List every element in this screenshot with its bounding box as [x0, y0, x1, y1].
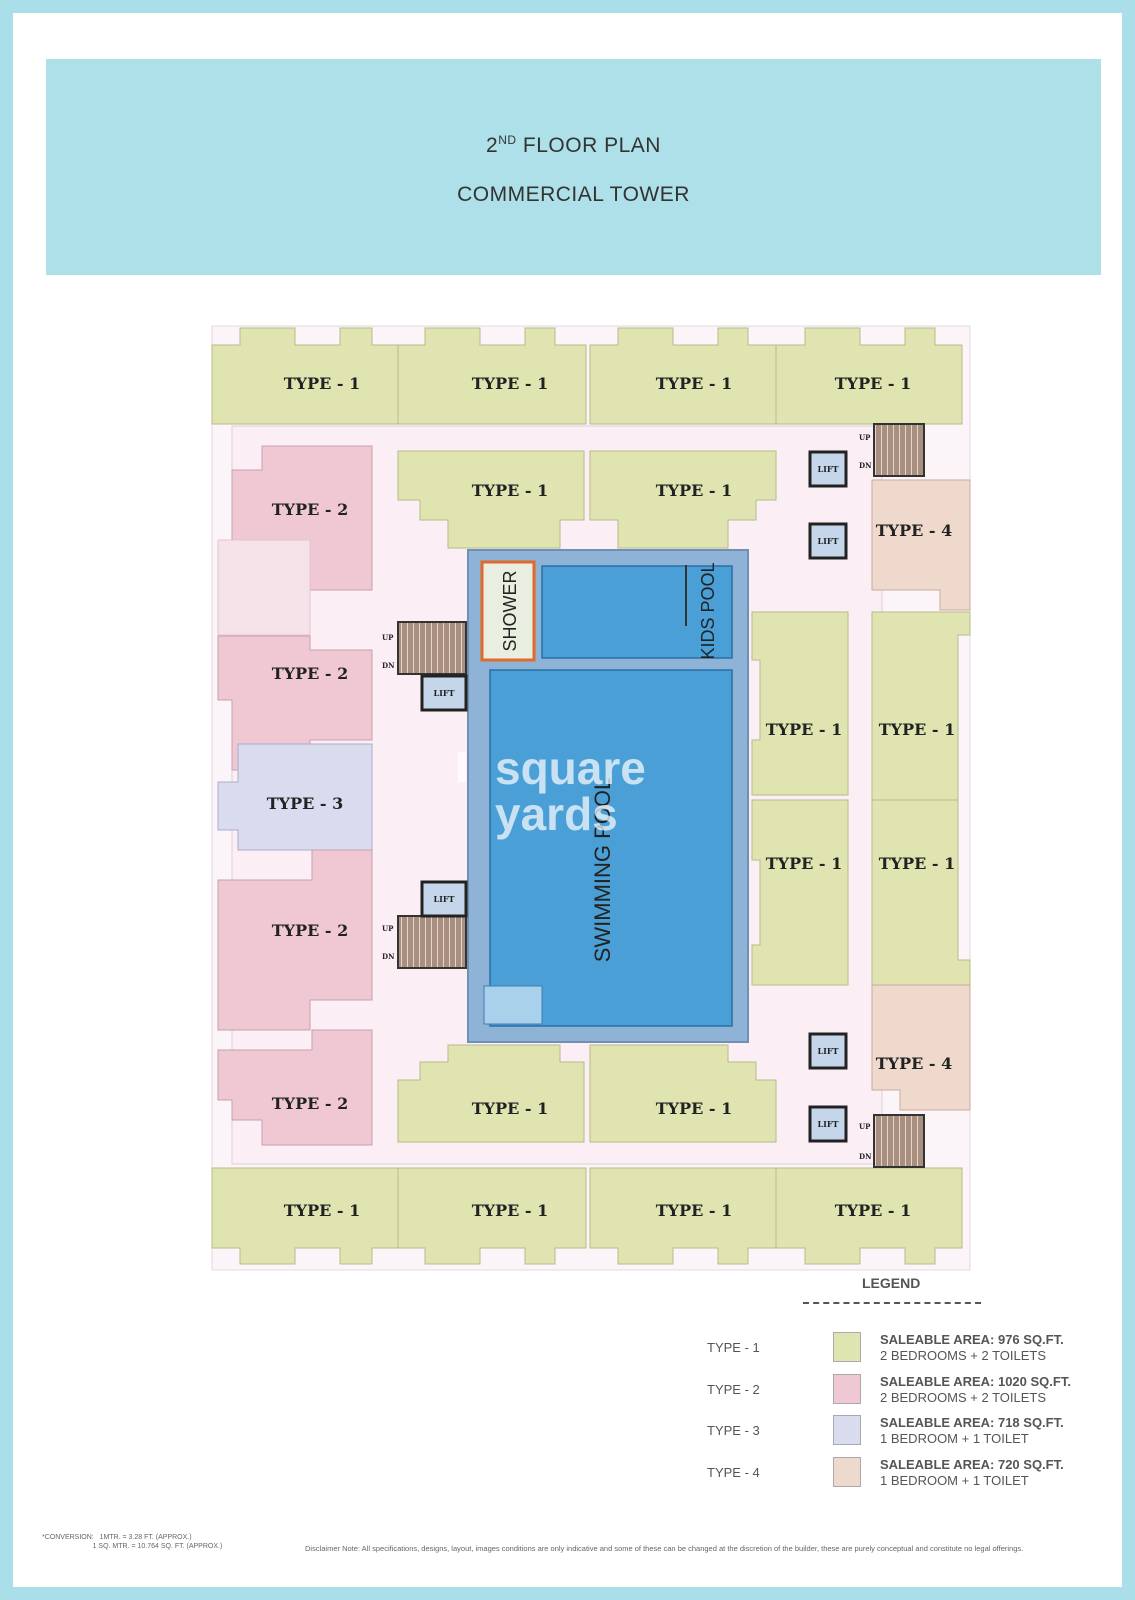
legend-desc: 2 BEDROOMS + 2 TOILETS: [880, 1390, 1047, 1405]
unit-label-type1: TYPE - 1: [766, 854, 842, 873]
conversion-note: *CONVERSION: 1MTR. = 3.28 FT. (APPROX.) …: [42, 1534, 223, 1550]
legend-swatch: [833, 1415, 861, 1445]
legend-item: TYPE - 3 SALEABLE AREA: 718 SQ.FT. 1 BED…: [0, 1415, 1135, 1447]
unit-label-type1: TYPE - 1: [835, 1201, 911, 1220]
watermark-logo: [458, 752, 466, 782]
legend-swatch: [833, 1332, 861, 1362]
legend-area: SALEABLE AREA: 720 SQ.FT.: [880, 1457, 1064, 1472]
legend-type: TYPE - 1: [707, 1340, 760, 1355]
right-column-units: [751, 479, 971, 1111]
unit-label-type1: TYPE - 1: [472, 481, 548, 500]
unit-label-type4: TYPE - 4: [876, 521, 952, 540]
unit-label-type2: TYPE - 2: [272, 500, 348, 519]
unit-label-type2: TYPE - 2: [272, 664, 348, 683]
legend-area: SALEABLE AREA: 718 SQ.FT.: [880, 1415, 1064, 1430]
unit-label-type1: TYPE - 1: [656, 1099, 732, 1118]
stair-up-label: UP: [382, 924, 394, 933]
kids-pool-label: KIDS POOL: [698, 562, 718, 659]
top-row-units: [211, 327, 963, 425]
unit-label-type1: TYPE - 1: [472, 1201, 548, 1220]
unit-label-type3: TYPE - 3: [267, 794, 343, 813]
unit-label-type1: TYPE - 1: [656, 481, 732, 500]
legend-area: SALEABLE AREA: 1020 SQ.FT.: [880, 1374, 1071, 1389]
shower-area: [480, 560, 536, 662]
legend-item: TYPE - 1 SALEABLE AREA: 976 SQ.FT. 2 BED…: [0, 1332, 1135, 1364]
unit-label-type1: TYPE - 1: [879, 854, 955, 873]
unit-label-type1: TYPE - 1: [656, 374, 732, 393]
legend-area: SALEABLE AREA: 976 SQ.FT.: [880, 1332, 1064, 1347]
floor-title: 2ND FLOOR PLAN: [486, 133, 661, 157]
tower-title: COMMERCIAL TOWER: [457, 183, 690, 206]
stair-up-label: UP: [859, 1122, 871, 1131]
pool-area: [467, 549, 749, 1043]
lift-label: LIFT: [434, 688, 455, 698]
stair-down-label: DN: [382, 952, 395, 961]
legend-type: TYPE - 4: [707, 1465, 760, 1480]
unit-label-type1: TYPE - 1: [284, 374, 360, 393]
unit-label-type1: TYPE - 1: [835, 374, 911, 393]
legend-swatch: [833, 1457, 861, 1487]
stair-up-label: UP: [382, 633, 394, 642]
unit-label-type4: TYPE - 4: [876, 1054, 952, 1073]
lift-label: LIFT: [818, 1119, 839, 1129]
swimming-pool-label: SWIMMING POOL: [590, 778, 615, 963]
inner-top-units: [397, 450, 777, 549]
unit-label-type1: TYPE - 1: [472, 1099, 548, 1118]
inner-bottom-units: [397, 1044, 777, 1143]
legend-desc: 2 BEDROOMS + 2 TOILETS: [880, 1348, 1047, 1363]
legend-swatch: [833, 1374, 861, 1404]
watermark-text: square: [495, 742, 646, 794]
unit-label-type1: TYPE - 1: [766, 720, 842, 739]
disclaimer-note: Disclaimer Note: All specifications, des…: [305, 1544, 1024, 1553]
unit-label-type1: TYPE - 1: [656, 1201, 732, 1220]
unit-label-type1: TYPE - 1: [472, 374, 548, 393]
shower-label: SHOWER: [500, 570, 520, 651]
unit-label-type1: TYPE - 1: [879, 720, 955, 739]
stair-down-label: DN: [859, 461, 872, 470]
legend-desc: 1 BEDROOM + 1 TOILET: [880, 1473, 1029, 1488]
unit-label-type2: TYPE - 2: [272, 921, 348, 940]
stair-up-label: UP: [859, 433, 871, 442]
swimming-pool: [489, 669, 733, 1027]
lift-label: LIFT: [434, 894, 455, 904]
legend-item: TYPE - 2 SALEABLE AREA: 1020 SQ.FT. 2 BE…: [0, 1374, 1135, 1406]
staircases: [397, 423, 925, 1168]
lift-label: LIFT: [818, 464, 839, 474]
header-banner: 2ND FLOOR PLAN COMMERCIAL TOWER: [46, 59, 1101, 275]
unit-label-type1: TYPE - 1: [284, 1201, 360, 1220]
stair-down-label: DN: [859, 1152, 872, 1161]
lift-label: LIFT: [818, 536, 839, 546]
legend-item: TYPE - 4 SALEABLE AREA: 720 SQ.FT. 1 BED…: [0, 1457, 1135, 1489]
bottom-row-units: [211, 1167, 963, 1265]
legend-type: TYPE - 2: [707, 1382, 760, 1397]
legend-title: LEGEND: [862, 1275, 921, 1291]
watermark-text: yards: [495, 788, 618, 840]
unit-label-type2: TYPE - 2: [272, 1094, 348, 1113]
stair-down-label: DN: [382, 661, 395, 670]
legend-type: TYPE - 3: [707, 1423, 760, 1438]
lift-label: LIFT: [818, 1046, 839, 1056]
legend-desc: 1 BEDROOM + 1 TOILET: [880, 1431, 1029, 1446]
lifts: [420, 450, 848, 1143]
legend-divider: [803, 1302, 981, 1304]
kids-pool: [541, 565, 733, 659]
left-column-units: [217, 445, 373, 1146]
